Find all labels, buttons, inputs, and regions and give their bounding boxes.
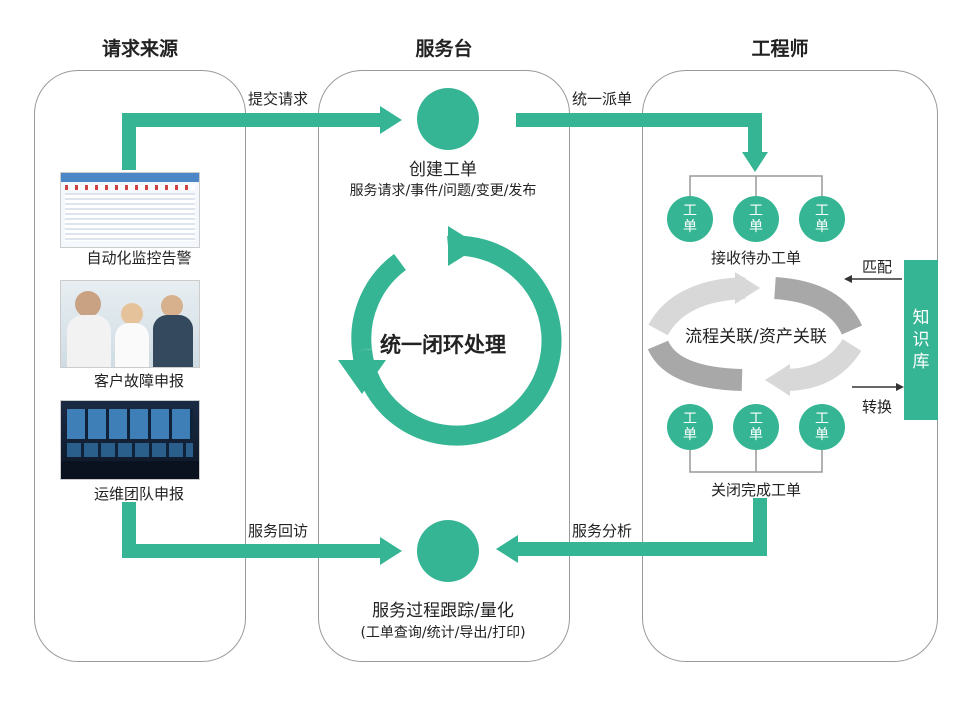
office-meeting-photo <box>60 280 200 368</box>
loop-ring-tail <box>351 253 407 352</box>
ticket-icon-bottom-2: 工单 <box>733 404 779 450</box>
flow-label-dispatch: 统一派单 <box>572 90 633 108</box>
column-title-source: 请求来源 <box>101 38 178 60</box>
tracking-title: 服务过程跟踪/量化 <box>372 601 514 621</box>
match-arrowhead <box>844 275 852 283</box>
cycle-arrow-top-right <box>774 277 863 336</box>
source-label-monitoring: 自动化监控告警 <box>86 249 192 267</box>
create-ticket-node <box>417 88 479 150</box>
ticket-icon-bottom-3: 工单 <box>799 404 845 450</box>
cycle-label: 流程关联/资产关联 <box>685 327 827 347</box>
loop-ring <box>352 235 562 446</box>
cycle-arrow-bottom-left <box>647 339 743 391</box>
revisit-arrow <box>122 502 380 558</box>
ticket-icon-bottom-1: 工单 <box>667 404 713 450</box>
loop-ring-arrowhead-top <box>448 226 480 266</box>
source-label-customer: 客户故障申报 <box>93 372 184 390</box>
loop-label: 统一闭环处理 <box>380 333 506 357</box>
submit-arrowhead <box>380 106 402 134</box>
flow-label-submit: 提交请求 <box>248 90 309 108</box>
cycle-arrow-top-left <box>648 277 746 336</box>
cycle-arrow-bottom-right-head <box>765 364 790 396</box>
tracking-subtitle: (工单查询/统计/导出/打印) <box>360 625 526 641</box>
flow-label-revisit: 服务回访 <box>248 522 309 540</box>
convert-arrowhead <box>896 383 904 391</box>
revisit-arrowhead <box>380 537 402 565</box>
knowledge-base-box: 知识库 <box>904 260 938 420</box>
monitoring-software-screenshot <box>60 172 200 248</box>
bottom-ticket-bracket <box>689 448 823 473</box>
close-label: 关闭完成工单 <box>710 481 801 499</box>
ticket-icon-top-1: 工单 <box>667 196 713 242</box>
cycle-arrow-bottom-right <box>784 338 862 391</box>
create-ticket-title: 创建工单 <box>409 160 477 180</box>
column-title-desk: 服务台 <box>415 38 473 60</box>
submit-arrow <box>122 113 380 170</box>
cycle-arrow-top-left-head <box>735 272 760 304</box>
flow-label-match: 匹配 <box>862 258 893 276</box>
ticket-icon-top-3: 工单 <box>799 196 845 242</box>
loop-ring-arrowhead-bottom <box>338 360 386 394</box>
knowledge-base-label: 知识库 <box>912 308 930 372</box>
column-title-engineer: 工程师 <box>751 38 809 60</box>
dispatch-arrowhead <box>742 152 768 172</box>
flow-label-analysis: 服务分析 <box>572 522 633 540</box>
ticket-icon-top-2: 工单 <box>733 196 779 242</box>
flow-label-convert: 转换 <box>862 398 893 416</box>
create-ticket-subtitle: 服务请求/事件/问题/变更/发布 <box>349 183 537 199</box>
analysis-arrow <box>518 498 767 556</box>
source-label-ops: 运维团队申报 <box>93 485 184 503</box>
analysis-arrowhead <box>496 535 518 563</box>
top-ticket-bracket <box>689 175 823 196</box>
dispatch-arrow <box>516 113 762 154</box>
tracking-node <box>417 520 479 582</box>
operations-center-photo <box>60 400 200 480</box>
receive-label: 接收待办工单 <box>710 249 801 267</box>
